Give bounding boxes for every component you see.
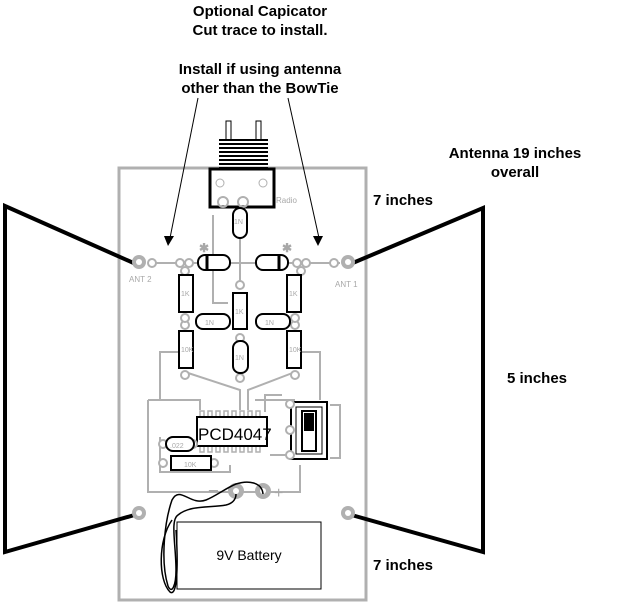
resistor-center-label: 1K <box>235 309 244 316</box>
diode-mid-right <box>255 313 291 330</box>
antenna-line-1: Antenna 19 inches <box>448 145 582 162</box>
install-note: Install if using antenna other than the … <box>150 60 370 98</box>
battery-terminal-negative <box>228 483 244 499</box>
battery-minus-sign: − <box>208 481 219 501</box>
bottom-length-label: 7 inches <box>373 557 434 574</box>
power-switch <box>285 399 328 460</box>
antenna-line-2: overall <box>490 164 540 181</box>
top-length-label: 7 inches <box>373 192 434 209</box>
diode-mid-left <box>195 313 231 330</box>
ant1-terminal <box>329 255 355 269</box>
battery-outline <box>176 521 322 590</box>
diode-center <box>232 340 249 374</box>
resistor-left-top-label: 1K <box>181 291 190 298</box>
capacitor-title: Optional Capicator <box>192 3 328 20</box>
diode-left <box>197 254 231 271</box>
left-antenna-element <box>3 202 139 555</box>
diode-right <box>255 254 289 271</box>
radio-label: Radio <box>276 196 297 205</box>
battery-label: 9V Battery <box>216 547 281 563</box>
install-line-1: Install if using antenna <box>178 61 342 78</box>
battery-wires <box>160 481 264 594</box>
diode-mid-left-label: 1N <box>205 320 214 327</box>
resistors <box>178 274 302 369</box>
install-line-2: other than the BowTie <box>181 80 339 97</box>
ant2-label: ANT 2 <box>129 275 152 284</box>
arrow-right <box>287 97 323 246</box>
resistor-right-top-label: 1K <box>289 291 298 298</box>
resistor-left-bottom-label: 10K <box>181 347 194 354</box>
bnc-threads <box>219 139 268 169</box>
ant2-terminal <box>132 255 157 269</box>
bnc-connector <box>208 120 276 209</box>
ic-label: PCD4047 <box>198 425 272 444</box>
ant1-label: ANT 1 <box>335 280 358 289</box>
resistor-right-bottom-label: 10K <box>289 347 302 354</box>
diode-right-marker: ✱ <box>282 241 292 255</box>
bnc-body <box>208 167 276 209</box>
resistor-bottom-label: 10K <box>184 462 197 469</box>
height-label: 5 inches <box>507 370 568 387</box>
capacitor-label: .022 <box>170 443 184 450</box>
capacitor-subtitle: Cut trace to install. <box>192 22 328 39</box>
optional-capacitor-note: Optional Capicator Cut trace to install. <box>155 2 365 40</box>
ant2-bottom-terminal <box>132 506 146 520</box>
ant1-bottom-terminal <box>341 506 355 520</box>
right-antenna-element <box>347 204 485 555</box>
resistor-bottom <box>158 455 219 471</box>
antenna-length-note: Antenna 19 inches overall <box>430 144 600 182</box>
diode-top-label: 1N <box>234 219 243 226</box>
diode-mid-right-label: 1N <box>265 320 274 327</box>
diode-top <box>232 207 248 239</box>
battery-plus-sign: + <box>274 485 283 502</box>
diode-center-label: 1N <box>235 355 244 362</box>
capacitor <box>158 436 198 452</box>
diode-left-marker: ✱ <box>199 241 209 255</box>
ic-body <box>196 416 268 447</box>
arrow-left <box>164 97 199 246</box>
